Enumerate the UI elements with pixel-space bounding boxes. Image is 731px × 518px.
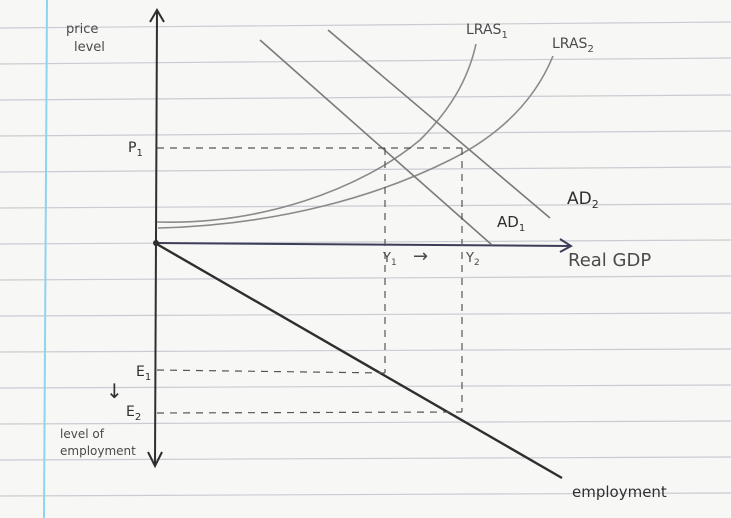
ad1-label: AD1	[497, 213, 525, 234]
ad1-curve	[259, 39, 493, 246]
e2-label: E2	[126, 404, 141, 423]
dashed-guides	[156, 147, 463, 414]
lras2-label: LRAS2	[552, 36, 594, 55]
down-arrow: ↓	[106, 379, 123, 403]
employment-axis-arrowhead	[147, 451, 163, 469]
shift-arrow: →	[413, 246, 428, 267]
price-axis	[154, 11, 158, 466]
price-axis-arrowhead	[149, 8, 165, 23]
y2-label: Y2	[465, 251, 480, 268]
p1-label: P1	[128, 140, 143, 159]
price-axis-label-line1: price	[66, 22, 98, 37]
real-gdp-axis	[154, 242, 571, 247]
lras2-curve	[157, 55, 554, 229]
ruled-lines	[0, 21, 731, 497]
real-gdp-axis-arrowhead	[559, 238, 573, 253]
price-axis-label-line2: level	[74, 40, 105, 55]
employment-axis-label-line1: level of	[60, 427, 105, 441]
employment-line	[154, 241, 563, 480]
employment-axis-label-line2: employment	[60, 444, 136, 458]
e1-label: E1	[136, 364, 151, 383]
ad2-curve	[327, 29, 551, 219]
real-gdp-label: Real GDP	[568, 250, 651, 271]
origin-point	[153, 240, 159, 246]
y1-label: Y1	[382, 251, 397, 268]
lras1-curve	[156, 43, 477, 223]
lras1-label: LRAS1	[466, 22, 508, 41]
margin-line	[43, 0, 48, 518]
employment-line-label: employment	[572, 483, 667, 501]
ad2-label: AD2	[567, 189, 599, 211]
